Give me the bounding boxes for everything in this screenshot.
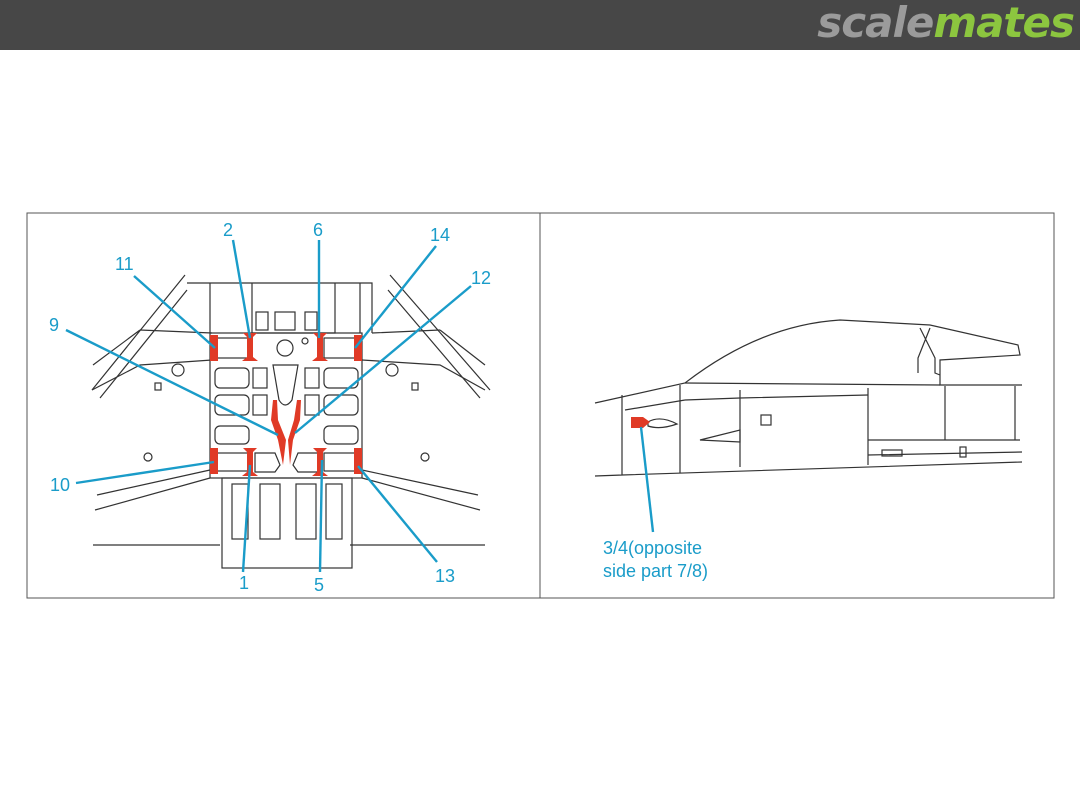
callout-label: 1 — [239, 573, 249, 593]
callout-label: 6 — [313, 220, 323, 240]
callout-label: 14 — [430, 225, 450, 245]
callout-right: 3/4(opposite side part 7/8) — [603, 426, 708, 581]
cockpit-front-view — [91, 274, 491, 569]
callout-label: 5 — [314, 575, 324, 595]
callout-label: 10 — [50, 475, 70, 495]
callouts-left: 2 6 14 11 12 9 10 1 5 13 — [49, 220, 491, 595]
logo-part1: scale — [817, 0, 934, 47]
callout-label: 9 — [49, 315, 59, 335]
fuselage-side-view — [594, 319, 1023, 477]
part-3-4-red — [631, 417, 643, 428]
callout-label: 13 — [435, 566, 455, 586]
header-bar: scalemates — [0, 0, 1080, 50]
scalemates-logo[interactable]: scalemates — [817, 0, 1075, 47]
callout-label: 12 — [471, 268, 491, 288]
callout-label: 11 — [115, 254, 134, 274]
callout-label-line1: 3/4(opposite — [603, 538, 702, 558]
logo-part2: mates — [933, 0, 1075, 47]
callout-label-line2: side part 7/8) — [603, 561, 708, 581]
callout-label: 2 — [223, 220, 233, 240]
